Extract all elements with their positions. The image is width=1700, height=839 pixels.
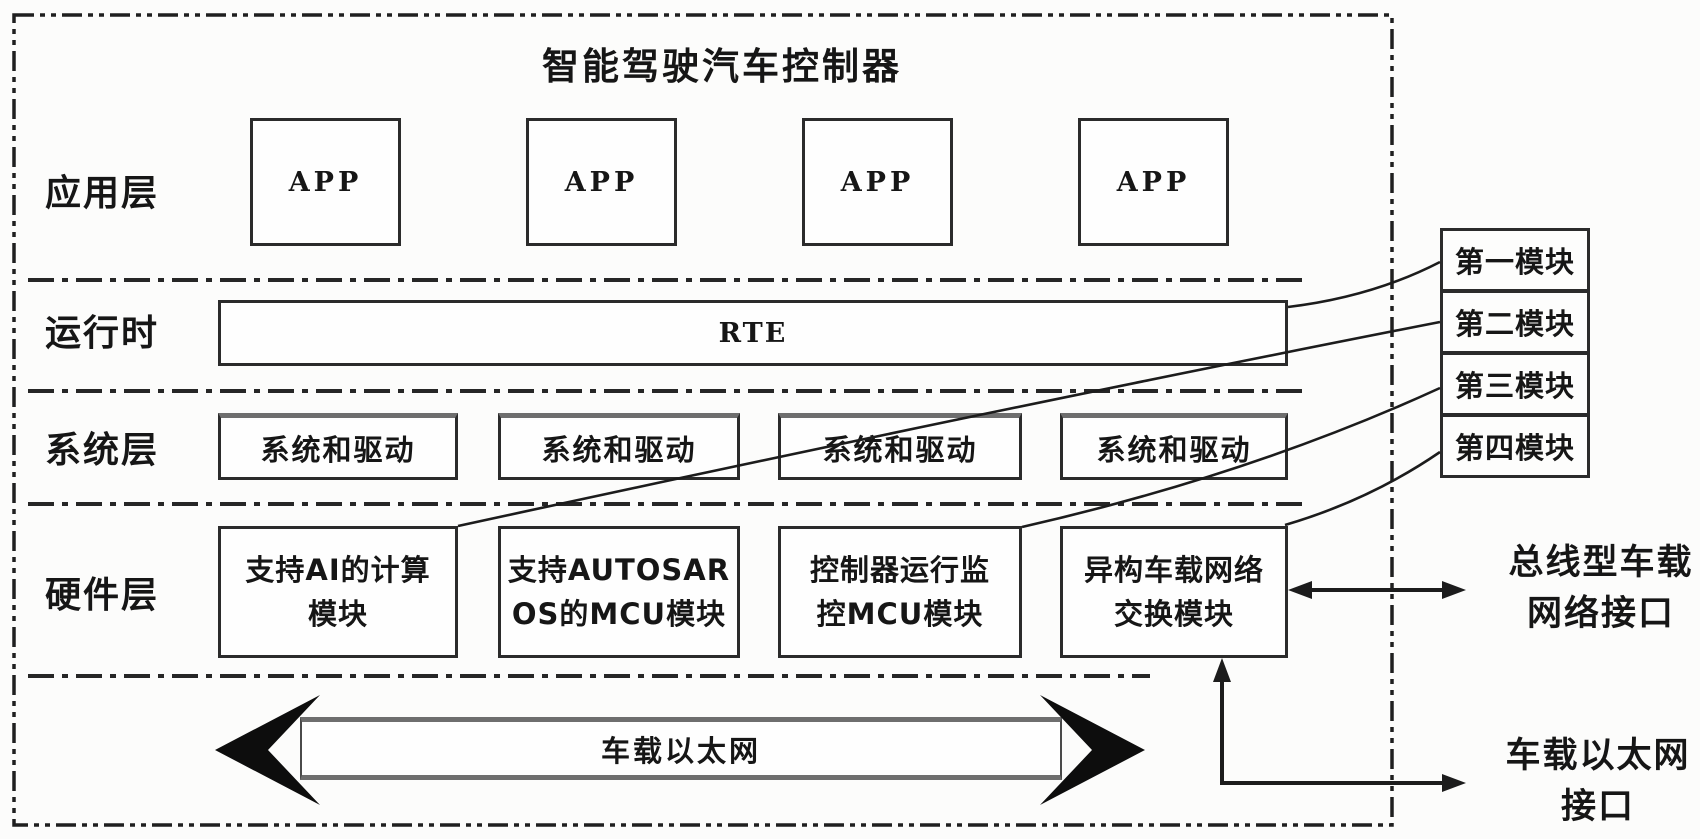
system-box-4: 系统和驱动: [1060, 413, 1288, 480]
system-box-1: 系统和驱动: [218, 413, 458, 480]
hardware-box-3-line1: 控制器运行监: [809, 553, 990, 587]
page-title: 智能驾驶汽车控制器: [542, 45, 902, 88]
app-box-1: APP: [250, 118, 401, 246]
module-box-4: 第四模块: [1440, 414, 1590, 478]
bus-network-interface-line2: 网络接口: [1526, 594, 1676, 634]
hardware-box-4-line1: 异构车载网络: [1083, 553, 1264, 587]
bus-network-interface-label: 总线型车载 网络接口: [1508, 538, 1693, 640]
app-box-3: APP: [802, 118, 953, 246]
module-box-3: 第三模块: [1440, 352, 1590, 416]
ethernet-bus-bar: 车载以太网: [300, 717, 1062, 780]
bus-network-interface-line1: 总线型车载: [1508, 543, 1694, 583]
hardware-box-network-switch: 异构车载网络 交换模块: [1060, 526, 1288, 658]
hardware-box-1-line2: 模块: [307, 597, 368, 631]
layer-label-application: 应用层: [45, 173, 160, 214]
layer-label-system: 系统层: [45, 430, 160, 471]
hardware-box-4-line2: 交换模块: [1113, 597, 1234, 631]
hardware-box-monitor-mcu: 控制器运行监 控MCU模块: [778, 526, 1022, 658]
arrowhead-right2-icon: [1442, 774, 1466, 792]
rte-box: RTE: [218, 300, 1288, 366]
arrowhead-left-icon: [1288, 581, 1312, 599]
hardware-box-3-line2: 控MCU模块: [816, 597, 984, 631]
hardware-box-2-line2: OS的MCU模块: [511, 597, 727, 631]
app-box-4: APP: [1078, 118, 1229, 246]
arrowhead-right-icon: [1442, 581, 1466, 599]
ethernet-interface-line2: 接口: [1560, 787, 1636, 827]
connector-module-1: [1287, 260, 1441, 309]
arrowhead-up-icon: [1213, 658, 1231, 682]
app-box-2: APP: [526, 118, 677, 246]
system-box-2: 系统和驱动: [498, 413, 740, 480]
layer-label-hardware: 硬件层: [45, 575, 160, 616]
hardware-box-autosar-mcu: 支持AUTOSAR OS的MCU模块: [498, 526, 740, 658]
system-box-3: 系统和驱动: [778, 413, 1022, 480]
module-box-1: 第一模块: [1440, 228, 1590, 292]
hardware-box-ai-compute: 支持AI的计算 模块: [218, 526, 458, 658]
module-box-2: 第二模块: [1440, 290, 1590, 354]
connector-module-4: [1284, 450, 1441, 527]
layer-label-runtime: 运行时: [45, 313, 160, 354]
hardware-box-1-line1: 支持AI的计算: [245, 553, 431, 587]
hardware-box-2-line1: 支持AUTOSAR: [507, 553, 731, 587]
ethernet-interface-line1: 车载以太网: [1505, 736, 1691, 776]
ethernet-interface-label: 车载以太网 接口: [1505, 731, 1690, 833]
